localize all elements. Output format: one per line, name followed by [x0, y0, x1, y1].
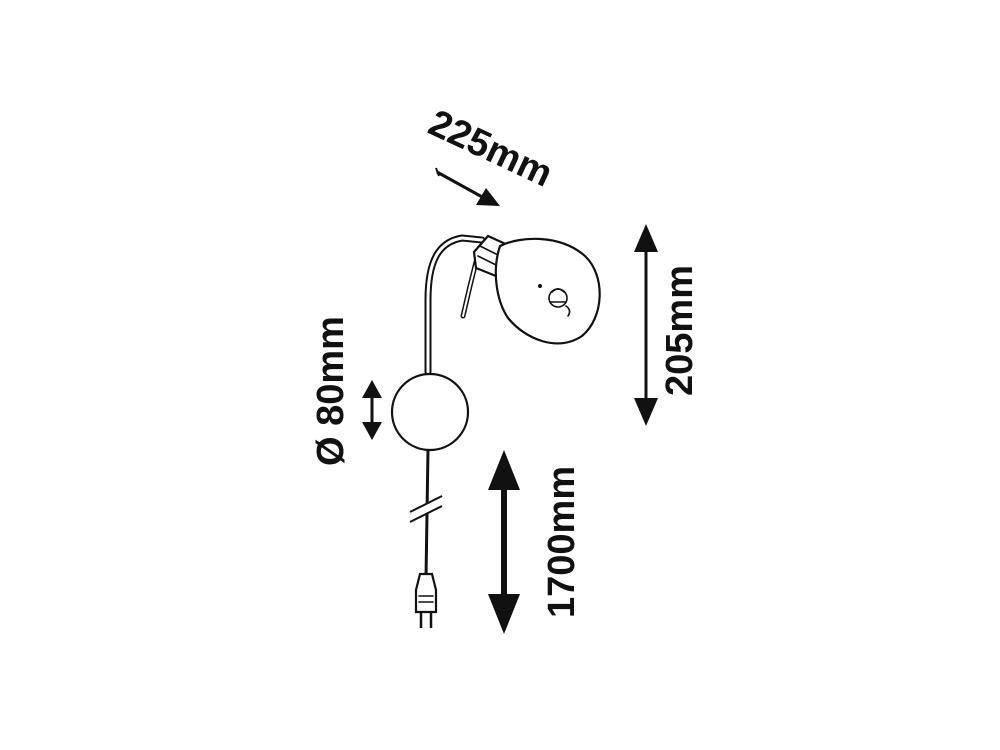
base-diameter-arrow-bottom — [362, 422, 382, 440]
arm-length-dimension: 225mm — [422, 102, 559, 206]
power-plug — [414, 572, 438, 628]
base-diameter-arrow-top — [362, 380, 382, 398]
base-diameter-dimension: Ø 80mm — [310, 316, 382, 466]
cable-length-arrow-top — [488, 450, 520, 490]
gooseneck-arm-inner — [426, 236, 484, 374]
cable-length-dimension: 1700mm — [488, 450, 583, 634]
cable-break-mark — [407, 495, 445, 523]
arm-length-arrow-head — [476, 188, 500, 206]
cable-length-label: 1700mm — [541, 466, 583, 618]
shade-height-arrow-bottom — [634, 398, 658, 426]
base-diameter-label: Ø 80mm — [310, 316, 352, 466]
shade-height-dimension: 205mm — [634, 224, 701, 426]
wall-lamp-illustration — [390, 234, 601, 628]
shade-height-label: 205mm — [659, 265, 701, 396]
lamp-base — [390, 372, 470, 452]
arm-length-label: 225mm — [422, 102, 558, 195]
cable-length-arrow-bottom — [488, 594, 520, 634]
shade-height-arrow-top — [634, 224, 658, 252]
lamp-shade — [494, 237, 601, 345]
arm-length-arrow-line — [436, 170, 485, 200]
bulb-detail — [538, 284, 571, 317]
